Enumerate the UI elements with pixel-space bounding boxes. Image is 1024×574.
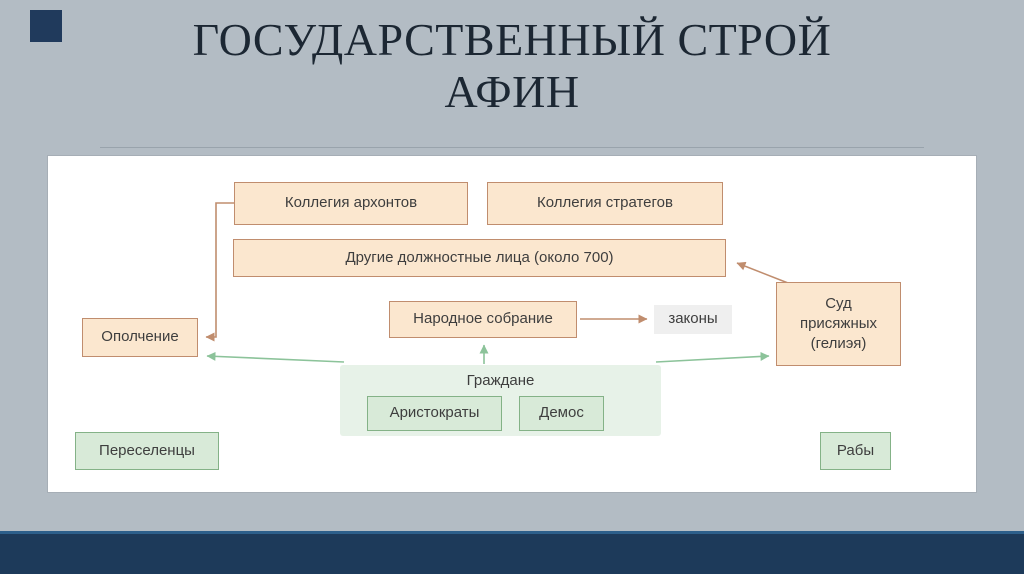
box-slaves: Рабы xyxy=(820,432,891,470)
slide-title-line-1: ГОСУДАРСТВЕННЫЙ СТРОЙ xyxy=(192,14,832,65)
box-demos: Демос xyxy=(519,396,604,431)
box-college-of-archons: Коллегия архонтов xyxy=(234,182,468,225)
slide-title-line-2: АФИН xyxy=(444,66,580,117)
box-college-of-strategists: Коллегия стратегов xyxy=(487,182,723,225)
footer-bar xyxy=(0,531,1024,574)
box-other-officials: Другие должностные лица (около 700) xyxy=(233,239,726,277)
box-settlers: Переселенцы xyxy=(75,432,219,470)
label-citizens: Граждане xyxy=(466,372,535,389)
group-citizens: Граждане Аристократы Демос xyxy=(340,365,661,436)
label-laws: законы xyxy=(654,305,732,334)
box-peoples-assembly: Народное собрание xyxy=(389,301,577,338)
slide-title: ГОСУДАРСТВЕННЫЙ СТРОЙ АФИН xyxy=(0,14,1024,118)
box-militia: Ополчение xyxy=(82,318,198,357)
box-aristocrats: Аристократы xyxy=(367,396,502,431)
accent-square xyxy=(30,10,62,42)
title-divider xyxy=(100,147,924,148)
box-jury-court: Суд присяжных (гелиэя) xyxy=(776,282,901,366)
